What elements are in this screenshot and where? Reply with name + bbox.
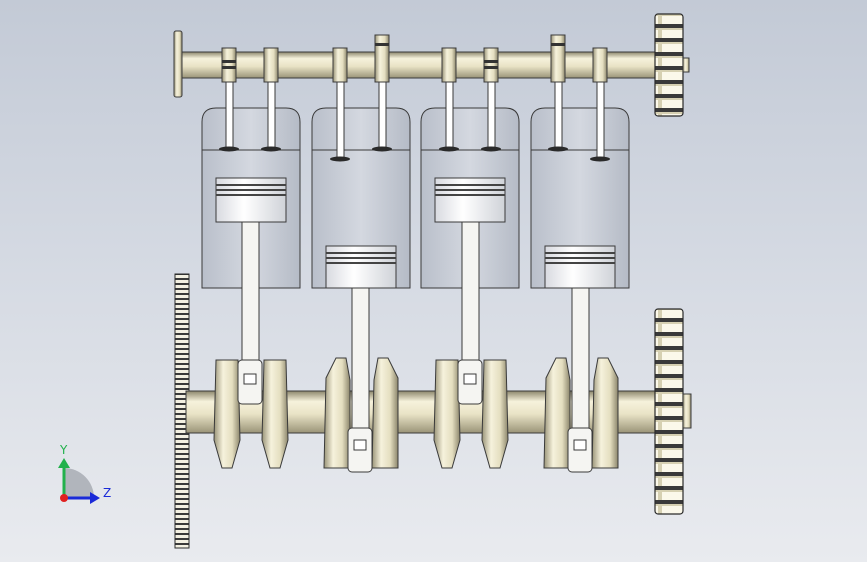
cam-lobe-stripes xyxy=(222,43,565,69)
z-axis-arrow xyxy=(90,492,100,504)
cam-gear-nut xyxy=(682,57,690,73)
piston-2[interactable] xyxy=(325,245,397,289)
crank-gear-nut xyxy=(682,393,692,429)
connecting-rod-1[interactable] xyxy=(237,221,263,405)
crank-gear[interactable] xyxy=(654,308,684,515)
triad-arc xyxy=(64,468,94,498)
crank-webs xyxy=(213,357,619,469)
connecting-rod-3[interactable] xyxy=(457,221,483,405)
cam-lobes xyxy=(221,34,608,83)
connecting-rod-2[interactable] xyxy=(347,287,373,473)
piston-3[interactable] xyxy=(434,177,506,223)
piston-1[interactable] xyxy=(215,177,287,223)
z-axis-label: Z xyxy=(103,486,111,500)
y-axis-arrow xyxy=(58,458,70,468)
camshaft-bar xyxy=(179,51,663,79)
connecting-rod-4[interactable] xyxy=(567,287,593,473)
cam-gear[interactable] xyxy=(654,13,684,117)
triad-origin xyxy=(60,494,68,502)
piston-4[interactable] xyxy=(544,245,616,289)
camshaft-end-flange xyxy=(173,30,183,98)
y-axis-label: Y xyxy=(59,443,68,457)
camshaft[interactable] xyxy=(173,13,690,117)
valve-heads xyxy=(219,146,610,162)
axis-triad: Y Z xyxy=(58,443,111,504)
